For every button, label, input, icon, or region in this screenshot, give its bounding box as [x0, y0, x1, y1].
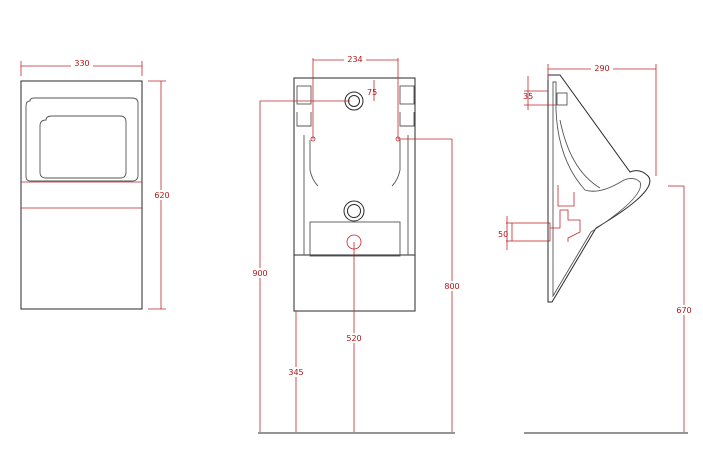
front-width-label-bg	[71, 59, 93, 69]
front-width-label: 330	[74, 59, 89, 68]
side-body-outline	[547, 74, 651, 303]
side-outlet-trap	[550, 209, 581, 242]
back-hole-offset-label: 75	[367, 88, 377, 97]
back-floor-label-bg	[286, 367, 306, 377]
side-inner-profile	[552, 81, 642, 298]
back-rib-mid-left	[296, 112, 312, 127]
back-body-outline	[293, 77, 416, 312]
back-inlet-height-label-bg	[442, 281, 462, 291]
back-inlet-hole-inner	[348, 95, 360, 107]
back-lower-box	[309, 221, 401, 257]
front-bowl-inner	[39, 115, 127, 179]
back-total-height-label: 900	[252, 269, 267, 278]
back-left-curve	[309, 140, 319, 187]
side-rim-label-bg	[673, 305, 695, 315]
back-drain-hole-outer	[343, 200, 365, 222]
back-outlet-label-bg	[344, 333, 364, 343]
back-mount-label: 234	[347, 55, 362, 64]
back-drain-hole-inner	[347, 204, 361, 218]
front-height-label: 620	[154, 191, 169, 200]
side-outlet-pipe	[511, 222, 551, 242]
side-top-rib	[556, 92, 568, 106]
side-depth-label: 290	[594, 64, 609, 73]
back-rib-top-left	[296, 85, 312, 105]
side-depth-label-bg	[591, 63, 613, 73]
back-outlet-label: 520	[346, 334, 361, 343]
side-inlet-fitting	[557, 185, 575, 207]
front-height-label-bg	[152, 190, 172, 200]
side-bowl-curve	[559, 119, 601, 189]
back-total-height-label-bg	[250, 268, 270, 278]
side-view: 290 35 50 670	[498, 63, 695, 434]
back-rib-mid-right	[399, 112, 415, 127]
back-floor-label: 345	[288, 368, 303, 377]
back-side-walls	[303, 135, 409, 255]
back-right-curve	[391, 140, 401, 187]
side-outlet-label: 50	[498, 230, 508, 239]
front-view: 330 620	[20, 59, 172, 310]
front-body-outline	[20, 80, 143, 310]
front-bowl-outer	[25, 97, 139, 182]
back-inlet-height-label: 800	[444, 282, 459, 291]
back-mount-label-bg	[344, 54, 366, 64]
back-view: 234 75 900 800 520 345	[250, 54, 462, 434]
back-rib-top-right	[399, 85, 415, 105]
side-rim-label: 670	[676, 306, 691, 315]
side-top-offset-label: 35	[523, 92, 533, 101]
